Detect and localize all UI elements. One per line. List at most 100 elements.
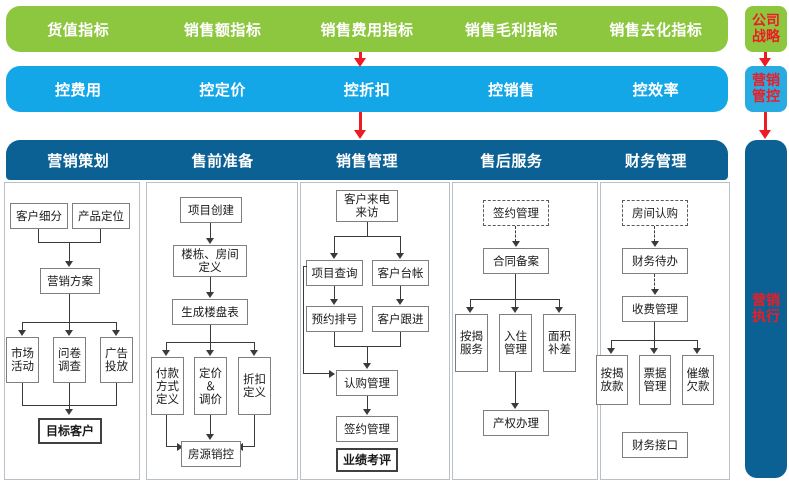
- arrow-c1-market: [18, 330, 26, 336]
- node-market-activity-l1: 市场: [11, 346, 34, 360]
- node-pricing-adjustment[interactable]: 定价 ＆ 调价: [194, 357, 227, 415]
- node-building-room-l1: 楼栋、房间: [181, 247, 239, 261]
- node-discount-l1: 折扣: [243, 372, 266, 386]
- connector-c1-a: [38, 229, 40, 242]
- node-project-creation[interactable]: 项目创建: [180, 197, 242, 223]
- node-property-sales-control[interactable]: 房源销控: [181, 441, 241, 467]
- strategy-item-2[interactable]: 销售费用指标: [320, 20, 414, 39]
- connector-c3-n: [367, 396, 369, 410]
- node-contract-management[interactable]: 签约管理: [336, 416, 398, 442]
- arrow-c2-payment: [162, 350, 170, 356]
- connector-c3-l: [303, 266, 305, 373]
- rail-marketing-control[interactable]: 营销 管控: [745, 66, 787, 112]
- control-item-0[interactable]: 控费用: [54, 80, 102, 99]
- connector-c1-g: [22, 322, 24, 331]
- column-header-2[interactable]: 销售管理: [336, 151, 399, 170]
- connector-c4-d: [470, 299, 472, 308]
- node-mortgage-loan[interactable]: 按揭 放款: [596, 355, 628, 405]
- strategy-item-4[interactable]: 销售去化指标: [609, 20, 703, 39]
- control-item-4[interactable]: 控效率: [632, 80, 680, 99]
- rail-company-strategy[interactable]: 公司 战略: [745, 6, 787, 52]
- node-invoice-l1: 票据: [643, 366, 667, 380]
- rail-red-line-2: [764, 112, 767, 131]
- node-mortgage-service[interactable]: 按揭 服务: [455, 314, 488, 372]
- connector-c5-f: [654, 340, 656, 349]
- node-customer-segmentation[interactable]: 客户细分: [10, 203, 68, 229]
- strategy-item-1[interactable]: 销售额指标: [183, 20, 262, 39]
- connector-c4-g: [515, 372, 517, 404]
- connector-c2-i: [166, 446, 178, 448]
- node-market-activity[interactable]: 市场 活动: [6, 337, 39, 383]
- node-generate-property-table[interactable]: 生成楼盘表: [172, 299, 248, 325]
- arrow-c4-to-title: [511, 403, 519, 409]
- red-arrow-head-1: [354, 58, 366, 67]
- node-appointment-queue[interactable]: 预约排号: [306, 306, 363, 332]
- node-payment-l3: 定义: [156, 391, 179, 406]
- node-payment-l1: 付款: [156, 365, 179, 380]
- node-arrears-collection[interactable]: 催缴 欠款: [682, 355, 714, 405]
- connector-c2-a: [210, 223, 212, 239]
- connector-c2-j: [254, 415, 256, 446]
- execution-header-bar: 营销策划 售前准备 销售管理 售后服务 财务管理: [6, 140, 728, 180]
- node-contract-management-ref[interactable]: 签约管理: [483, 200, 549, 226]
- arrow-c5-arrears: [693, 348, 701, 354]
- node-area-difference[interactable]: 面积 补差: [543, 314, 576, 372]
- column-header-3[interactable]: 售后服务: [480, 151, 543, 170]
- arrow-c2-discount: [250, 350, 258, 356]
- node-call-visit-l2: 来访: [355, 205, 379, 219]
- node-market-activity-l2: 活动: [11, 359, 34, 373]
- node-ad-placement[interactable]: 广告 投放: [100, 337, 133, 383]
- node-charge-management[interactable]: 收费管理: [622, 296, 688, 322]
- rail-strategy-line1: 公司: [752, 13, 780, 29]
- control-item-1[interactable]: 控定价: [199, 80, 246, 99]
- node-payment-l2: 方式: [156, 378, 179, 393]
- column-header-0[interactable]: 营销策划: [47, 151, 110, 170]
- node-invoice-management[interactable]: 票据 管理: [639, 355, 671, 405]
- column-header-1[interactable]: 售前准备: [191, 151, 254, 170]
- node-performance-evaluation[interactable]: 业绩考评: [336, 448, 398, 472]
- connector-c2-c: [210, 325, 212, 342]
- rail-red-arrow-1: [759, 58, 771, 67]
- node-finance-todo[interactable]: 财务待办: [622, 248, 688, 274]
- arrow-c1-ad: [112, 330, 120, 336]
- connector-c1-b: [100, 229, 102, 242]
- control-item-3[interactable]: 控销售: [488, 80, 535, 99]
- node-marketing-plan[interactable]: 营销方案: [40, 268, 100, 294]
- rail-red-line-1: [764, 52, 767, 61]
- node-product-positioning[interactable]: 产品定位: [72, 203, 130, 229]
- node-mortgage-service-l2: 服务: [460, 342, 483, 356]
- node-building-room-definition[interactable]: 楼栋、房间 定义: [173, 245, 247, 277]
- arrow-c3-project-query: [330, 253, 338, 259]
- node-discount-definition[interactable]: 折扣 定义: [238, 357, 271, 415]
- rail-control-line2: 管控: [752, 89, 780, 105]
- node-customer-ledger[interactable]: 客户台帐: [372, 260, 429, 286]
- strategy-item-0[interactable]: 货值指标: [47, 20, 110, 39]
- arrow-c4-mortgage: [466, 307, 474, 313]
- node-ad-placement-l1: 广告: [105, 346, 128, 360]
- node-questionnaire-survey[interactable]: 问卷 调查: [53, 337, 86, 383]
- node-questionnaire-l1: 问卷: [58, 346, 81, 360]
- connector-c3-c: [334, 236, 336, 254]
- arrow-c1-survey: [65, 330, 73, 336]
- node-occupancy-management[interactable]: 入住 管理: [499, 314, 532, 372]
- rail-marketing-execution[interactable]: 营销 执行: [745, 140, 787, 478]
- node-contract-filing[interactable]: 合同备案: [483, 248, 549, 274]
- node-target-customer[interactable]: 目标客户: [38, 418, 102, 444]
- column-header-4[interactable]: 财务管理: [624, 151, 687, 170]
- node-project-query[interactable]: 项目查询: [306, 260, 363, 286]
- arrow-c2-pricing: [206, 350, 214, 356]
- node-customer-followup[interactable]: 客户跟进: [372, 306, 429, 332]
- arrow-c3-loop-in: [329, 370, 335, 378]
- node-property-title-processing[interactable]: 产权办理: [483, 410, 549, 436]
- arrow-c1-to-plan: [65, 261, 73, 267]
- strategy-item-3[interactable]: 销售毛利指标: [464, 20, 558, 39]
- rail-strategy-line2: 战略: [752, 29, 780, 45]
- node-payment-method-definition[interactable]: 付款 方式 定义: [151, 357, 184, 415]
- node-subscription-management[interactable]: 认购管理: [336, 370, 398, 396]
- connector-c4-e: [515, 299, 517, 308]
- node-room-subscription-ref[interactable]: 房间认购: [622, 200, 688, 226]
- node-customer-call-visit[interactable]: 客户来电 来访: [336, 190, 398, 222]
- arrow-c5-2: [651, 289, 659, 295]
- node-finance-interface[interactable]: 财务接口: [622, 432, 688, 458]
- control-item-2[interactable]: 控折扣: [343, 80, 391, 99]
